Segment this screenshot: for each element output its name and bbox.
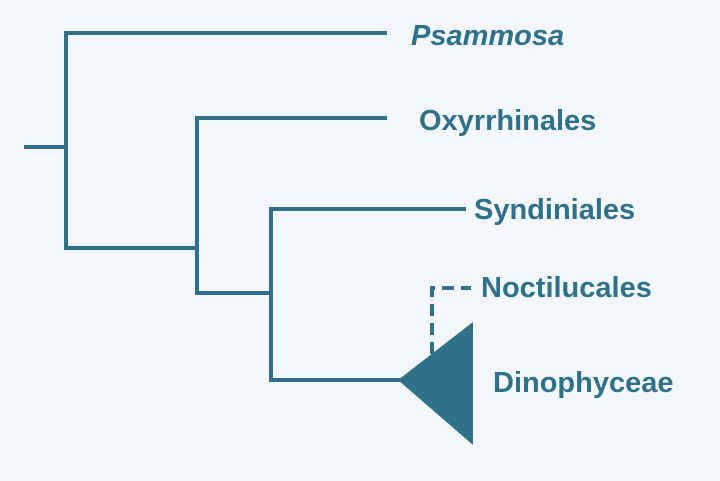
label-oxyrrhinales: Oxyrrhinales — [419, 105, 596, 137]
label-dinophyceae: Dinophyceae — [493, 367, 674, 399]
dinophyceae-clade-triangle — [398, 322, 473, 445]
label-noctilucales: Noctilucales — [481, 272, 652, 304]
branch-noctilucales-dashed — [430, 286, 471, 354]
label-psammosa: Psammosa — [411, 20, 564, 52]
label-syndiniales: Syndiniales — [474, 194, 635, 226]
